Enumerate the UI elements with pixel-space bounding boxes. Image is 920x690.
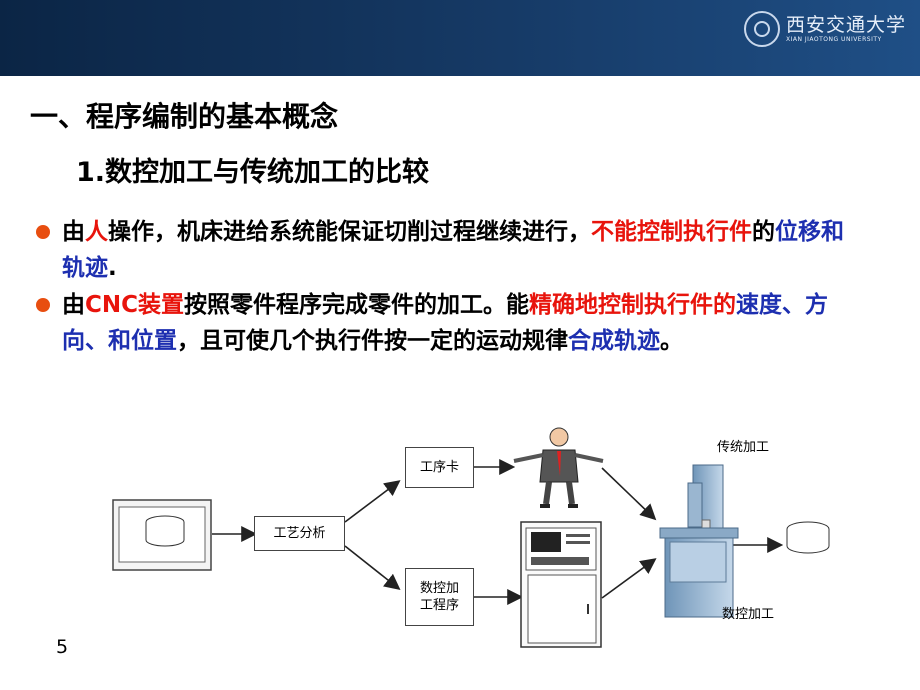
cnc-controller-icon: [520, 521, 602, 648]
highlight-cnc-device: CNC装置: [85, 292, 185, 318]
page-number: 5: [56, 636, 69, 658]
highlight-synthesized-path: 合成轨迹: [568, 328, 660, 354]
highlight-displacement: 位移和轨迹: [62, 219, 844, 281]
subsection-heading: 1.数控加工与传统加工的比较: [76, 157, 430, 188]
university-name-cn: 西安交通大学: [785, 14, 906, 36]
nc-program-box: 数控加工程序: [405, 568, 474, 626]
flow-arrows: [212, 459, 784, 605]
worker-figure-icon: [513, 427, 604, 508]
highlight-speed-direction: 速度、方向、和位置: [62, 292, 829, 354]
bullet-cnc: 由CNC装置按照零件程序完成零件的加工。能精确地控制执行件的速度、方向、和位置，…: [36, 287, 862, 359]
bullet-traditional: 由人操作，机床进给系统能保证切削过程继续进行，不能控制执行件的位移和轨迹.: [36, 214, 862, 286]
part-drawing-icon: [112, 499, 212, 571]
highlight-precise-control: 精确地控制执行件的: [529, 292, 737, 318]
university-name-en: XIAN JIAOTONG UNIVERSITY: [785, 36, 882, 43]
process-analysis-box: 工艺分析: [254, 516, 345, 551]
traditional-machining-label: 传统加工: [717, 440, 770, 455]
bullet-dot-icon: [36, 225, 50, 239]
finished-part-icon: [786, 521, 830, 554]
highlight-cannot-control: 不能控制执行件: [591, 219, 752, 245]
bullet-dot-icon: [36, 298, 50, 312]
section-heading: 一、程序编制的基本概念: [30, 100, 339, 133]
university-logo: 西安交通大学 XIAN JIAOTONG UNIVERSITY: [743, 9, 906, 49]
machine-tool-icon: [659, 464, 739, 618]
title-bar: 西安交通大学 XIAN JIAOTONG UNIVERSITY: [0, 0, 920, 76]
highlight-person: 人: [85, 219, 108, 245]
university-seal-icon: [743, 11, 780, 47]
process-card-box: 工序卡: [405, 447, 474, 488]
nc-machining-label: 数控加工: [722, 607, 775, 622]
